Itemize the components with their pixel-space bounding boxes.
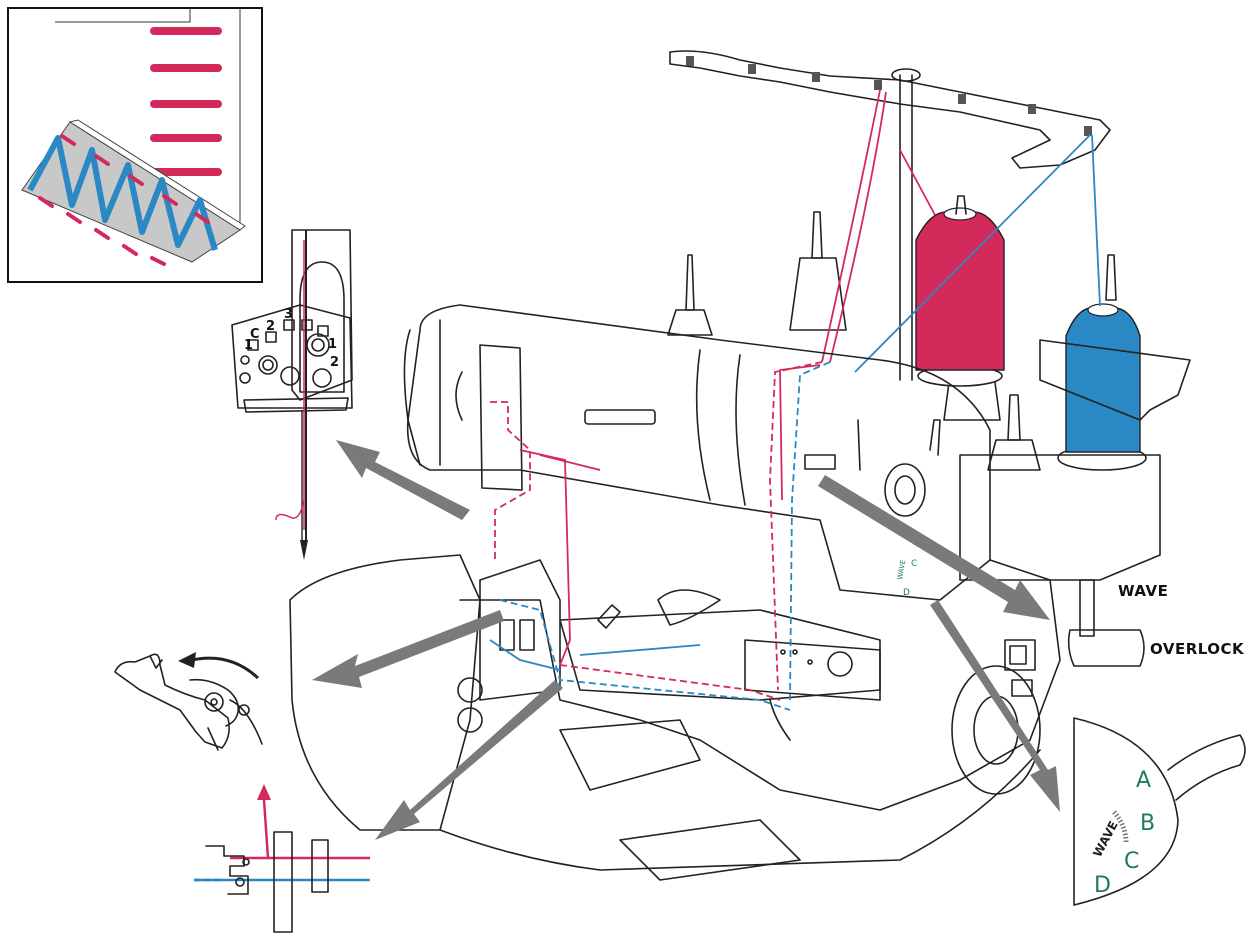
wave-label: WAVE <box>1118 582 1168 600</box>
needle-position-3: 3 <box>284 307 293 322</box>
dial-wave-label: WAVE <box>1090 819 1121 860</box>
needle-position-2-right: 2 <box>330 355 339 370</box>
blue-thread-cone <box>1057 303 1147 471</box>
red-thread-cone <box>915 195 1005 387</box>
dial-position-d: D <box>1094 873 1111 898</box>
machine-dial-wave-label: WAVE <box>896 559 907 580</box>
needle-position-c: C <box>250 327 260 342</box>
needle-position-1-left: 1 <box>244 338 253 353</box>
machine-dial-c: C <box>911 559 917 569</box>
upper-thread-paths <box>821 89 1101 373</box>
machine-thread-routes <box>489 361 831 711</box>
looper-lever-detail <box>114 652 263 751</box>
needle-clamp-detail: C 2 3 1 1 2 <box>231 229 353 560</box>
dial-position-c: C <box>1124 849 1139 874</box>
stitch-sample-inset <box>7 7 263 283</box>
machine-dial-d: D <box>903 588 910 598</box>
dial-position-a: A <box>1136 768 1151 793</box>
stitch-selector-dial: A B C D WAVE <box>1073 717 1246 906</box>
needle-position-2-left: 2 <box>266 319 275 334</box>
dial-position-b: B <box>1140 811 1155 836</box>
overlock-stitches-red <box>150 27 222 176</box>
thread-guide-hooks <box>686 56 1092 136</box>
wave-overlock-selector: WAVE OVERLOCK <box>1067 579 1245 667</box>
overedge-stitch-blue <box>27 135 218 251</box>
thread-stand <box>669 50 1111 381</box>
callout-arrows <box>312 440 1060 840</box>
overlock-label: OVERLOCK <box>1150 640 1245 658</box>
needle-position-1-right: 1 <box>328 337 337 352</box>
machine-stitch-dial: WAVE B C D <box>896 538 919 598</box>
thread-path-detail <box>194 784 370 933</box>
